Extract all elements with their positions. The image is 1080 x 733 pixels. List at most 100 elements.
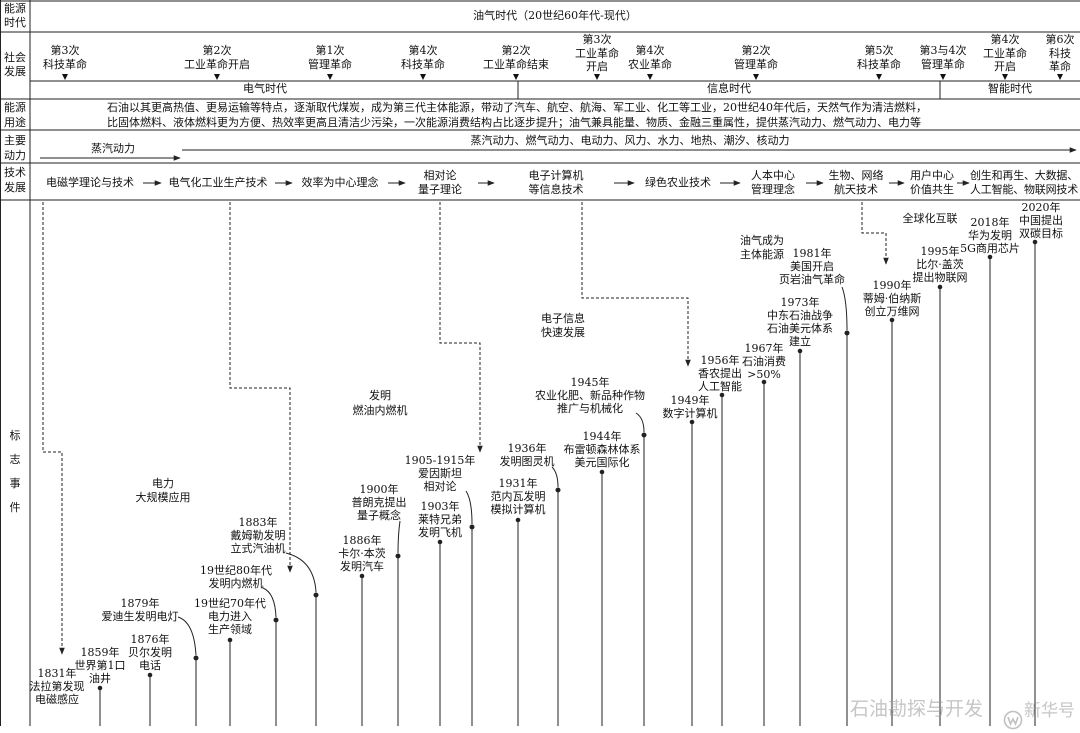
event-2020: 2020年 中国提出 双碳目标 [1019, 201, 1063, 240]
dashed-link-electrification [229, 202, 293, 573]
event-1949: 1949年 数字计算机 [662, 394, 718, 420]
event-1944: 1944年 布雷顿森林体系 美元国际化 [563, 430, 641, 469]
event-1859: 1859年 世界第1口 油井 [74, 646, 126, 685]
event-marker-1859 [97, 685, 103, 726]
row-label-energy-era: 能源 时代 [4, 2, 26, 29]
event-marker-1995 [937, 284, 943, 726]
dashed-link-computer [581, 202, 691, 367]
event-1883: 1883年 戴姆勒发明 立式汽油机 [230, 516, 286, 555]
tech-bio-network-aerospace: 生物、网络 航天技术 [828, 169, 884, 196]
event-1880s: 19世纪80年代 发明内燃机 [200, 564, 272, 590]
event-marker-1956 [719, 392, 725, 726]
event-marker-1936 [555, 487, 561, 726]
event-marker-1883 [313, 592, 319, 726]
event-1876: 1876年 贝尔发明 电话 [128, 633, 172, 672]
period-information-age: 信息时代 [707, 82, 751, 95]
event-marker-1880s [273, 617, 279, 726]
energy-use-line-1: 石油以其更高热值、更易运输等特点，逐渐取代煤炭，成为第三代主体能源，带动了汽车、… [107, 101, 927, 114]
power-arrows [40, 147, 1077, 161]
xinhua-logo-icon [996, 697, 1023, 730]
social-milestone: 第6次 科技 革命 [1045, 33, 1075, 73]
tech-electromagnetism: 电磁学理论与技术 [46, 176, 134, 189]
tech-relativity-quantum: 相对论 量子理论 [418, 169, 462, 196]
event-marker-1886 [359, 573, 365, 726]
event-marker-1900 [395, 553, 401, 726]
social-milestone: 第2次 管理革命 [734, 44, 778, 71]
social-milestone: 第2次 工业革命结束 [483, 44, 549, 71]
annotation-electronic-info: 电子信息 快速发展 [541, 312, 585, 339]
event-marker-2020 [1032, 239, 1038, 726]
event-1905-1915: 1905-1915年 爱因斯坦 相对论 [404, 454, 476, 493]
tech-green-agriculture: 绿色农业技术 [645, 176, 711, 189]
event-1879: 1879年 爱迪生发明电灯 [101, 597, 179, 623]
event-marker-1945 [641, 432, 647, 726]
social-milestone: 第2次 工业革命开启 [184, 44, 250, 71]
social-milestone: 第1次 管理革命 [308, 44, 352, 71]
tech-computer-it: 电子计算机 等信息技术 [528, 169, 584, 196]
power-modern-label: 蒸汽动力、燃气动力、电动力、风力、水力、地热、潮汐、核动力 [470, 134, 790, 147]
dashed-link-bio-network [861, 202, 889, 265]
dashed-link-relativity [439, 202, 483, 453]
event-marker-1981 [844, 330, 850, 726]
tech-human-centered: 人本中心 管理理念 [751, 169, 795, 196]
event-marker-1870s [227, 637, 233, 726]
event-1945: 1945年 农业化肥、新品种作物 推广与机械化 [535, 376, 645, 415]
event-marker-2018 [987, 254, 993, 726]
event-marker-1949 [689, 419, 695, 726]
dashed-link-electromagnetism [42, 202, 65, 655]
row-label-main-power: 主要 动力 [4, 134, 26, 162]
event-marker-1967 [761, 379, 767, 726]
event-2018: 2018年 华为发明 5G商用芯片 [960, 216, 1020, 255]
annotation-combustion-engine: 发明 燃油内燃机 [352, 389, 408, 417]
event-1831: 1831年 法拉第发现 电磁感应 [29, 667, 85, 706]
event-marker-1973 [797, 348, 803, 726]
tech-bigdata-ai-iot: 创生和再生、大数据、 人工智能、物联网技术 [970, 169, 1078, 196]
event-1990: 1990年 蒂姆·伯纳斯 创立万维网 [862, 279, 922, 318]
tech-electrification: 电气化工业生产技术 [168, 176, 268, 189]
event-1936: 1936年 发明图灵机 [499, 442, 555, 468]
period-electric-age: 电气时代 [243, 82, 287, 95]
social-milestone: 第5次 科技革命 [857, 44, 901, 71]
annotation-global-interconnect: 全球化互联 [902, 212, 958, 225]
event-1967: 1967年 石油消费 >50% [742, 342, 786, 381]
social-milestone: 第3次 科技革命 [43, 44, 87, 71]
period-intelligent-age: 智能时代 [988, 82, 1032, 95]
event-marker-1876 [147, 672, 153, 726]
event-leader-curves [177, 286, 848, 656]
row-label-milestones: 标 志 事 件 [9, 429, 21, 514]
social-milestone: 第4次 工业革命 开启 [983, 33, 1027, 73]
watermark-brand: 新华号 [1024, 701, 1075, 721]
event-marker-1903 [437, 539, 443, 726]
power-early-label: 蒸汽动力 [91, 142, 135, 155]
social-milestone: 第4次 农业革命 [628, 44, 672, 71]
event-1886: 1886年 卡尔·本茨 发明汽车 [338, 534, 386, 573]
event-1900: 1900年 普朗克提出 量子概念 [351, 483, 407, 522]
row-label-energy-use: 能源 用途 [4, 101, 26, 129]
event-marker-1990 [889, 317, 895, 726]
event-marker-1931 [515, 517, 521, 726]
tech-efficiency: 效率为中心理念 [301, 176, 379, 189]
event-1973: 1973年 中东石油战争 石油美元体系 建立 [767, 296, 833, 348]
energy-use-line-2: 比固体燃料、液体燃料更为方便、热效率更高且清洁少污染，一次能源消费结构占比逐步提… [107, 116, 921, 129]
event-1931: 1931年 范内瓦发明 模拟计算机 [490, 477, 546, 516]
event-1903: 1903年 莱特兄弟 发明飞机 [418, 500, 462, 539]
watermark-source: 石油勘探与开发 [850, 698, 984, 720]
annotation-electric-power: 电力 大规模应用 [135, 477, 191, 504]
event-1870s: 19世纪70年代 电力进入 生产领域 [194, 597, 266, 636]
annotation-oil-gas-main: 油气成为 主体能源 [740, 234, 784, 261]
social-milestone: 第3与4次 管理革命 [919, 44, 967, 71]
event-1995: 1995年 比尔·盖茨 提出物联网 [912, 245, 968, 284]
row-label-social-development: 社会 发展 [4, 51, 26, 78]
tech-user-centered: 用户中心 价值共生 [910, 169, 954, 196]
event-1956: 1956年 香农提出 人工智能 [698, 354, 742, 393]
social-milestone-markers [62, 74, 1063, 80]
social-milestone: 第4次 科技革命 [401, 44, 445, 71]
row-label-technology: 技术 发展 [4, 166, 26, 194]
era-title: 油气时代（20世纪60年代-现代） [473, 9, 637, 22]
event-1981: 1981年 美国开启 页岩油气革命 [779, 247, 845, 286]
event-marker-1905-1915 [469, 524, 475, 726]
event-marker-1879 [193, 655, 199, 726]
event-timeline-markers [97, 239, 1038, 726]
tech-to-event-links [42, 202, 889, 655]
